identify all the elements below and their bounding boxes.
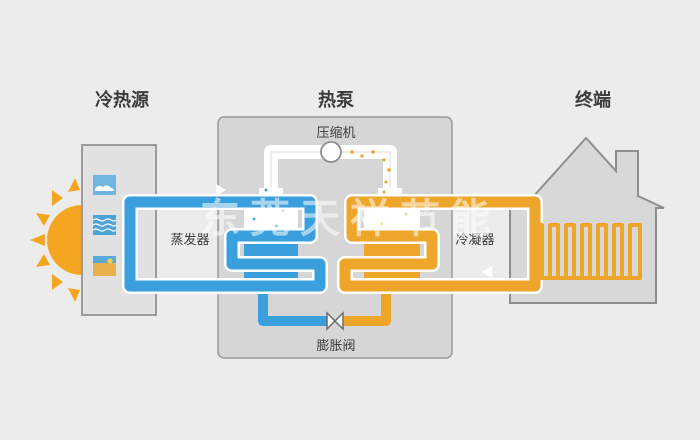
evaporator-label: 蒸发器 (170, 232, 209, 248)
cold-return-line (258, 286, 328, 326)
evaporator-loop (124, 196, 326, 292)
condenser-label: 冷凝器 (455, 232, 494, 248)
sky-icon (93, 175, 116, 195)
expansion-valve-label: 膨胀阀 (316, 339, 355, 354)
expansion-valve-icon (326, 311, 344, 331)
heading-heat-pump: 热泵 (318, 89, 354, 111)
watermark: 东莞天祥节能 (200, 196, 500, 242)
radiant-coil (535, 223, 642, 280)
ground-icon (93, 256, 116, 276)
hot-return-line (342, 286, 391, 326)
heading-heat-source: 冷热源 (95, 89, 149, 111)
heading-terminal: 终端 (575, 89, 611, 111)
compressor-icon (320, 141, 342, 163)
water-icon (92, 215, 117, 235)
flow-arrow-condenser (482, 266, 492, 278)
sun-icon (30, 178, 82, 302)
condenser-loop (339, 196, 541, 292)
flow-arrow-evaporator (216, 184, 226, 196)
compressor-label: 压缩机 (316, 125, 355, 141)
hot-gas-bubbles (350, 150, 391, 184)
